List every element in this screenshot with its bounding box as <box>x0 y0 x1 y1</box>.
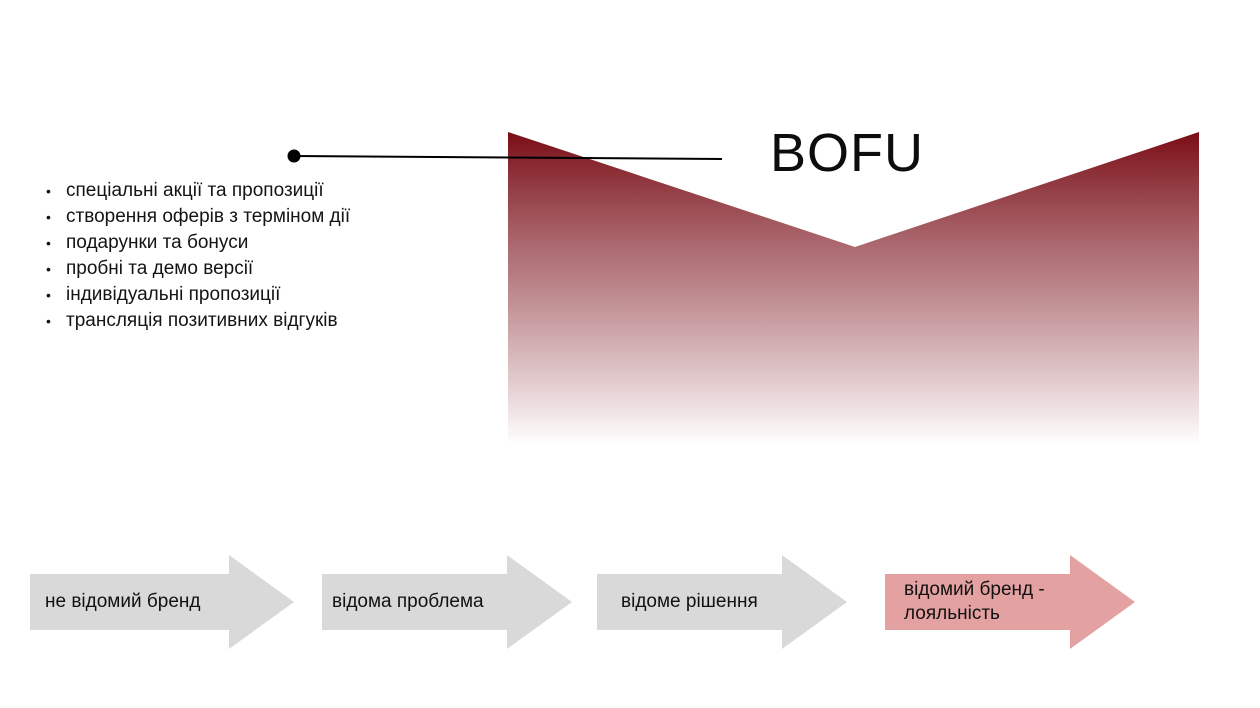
tactic-text: пробні та демо версії <box>66 258 254 279</box>
tactic-item: • пробні та демо версії <box>44 256 364 282</box>
bullet-icon: • <box>46 313 51 329</box>
journey-arrow-known-brand-loyalty: відомий бренд - лояльність <box>885 555 1135 649</box>
tactic-text: спеціальні акції та пропозиції <box>66 180 324 201</box>
tactic-text: трансляція позитивних відгуків <box>66 310 338 331</box>
tactic-item: • спеціальні акції та пропозиції <box>44 178 364 204</box>
tactics-list: • спеціальні акції та пропозиції • створ… <box>44 178 364 334</box>
bullet-icon: • <box>46 209 51 225</box>
tactic-text: індивідуальні пропозиції <box>66 284 281 305</box>
arrow-shape <box>885 555 1135 649</box>
tactic-item: • трансляція позитивних відгуків <box>44 308 364 334</box>
connector-dot <box>287 149 301 163</box>
connector-line <box>293 155 723 160</box>
tactic-item: • подарунки та бонуси <box>44 230 364 256</box>
tactic-text: створення оферів з терміном дії <box>66 206 351 227</box>
tactic-item: • створення оферів з терміном дії <box>44 204 364 230</box>
bullet-icon: • <box>46 235 51 251</box>
bullet-icon: • <box>46 261 51 277</box>
bullet-icon: • <box>46 183 51 199</box>
journey-label: відоме рішення <box>621 591 758 612</box>
journey-arrow-known-problem: відома проблема <box>322 555 572 649</box>
tactic-text: подарунки та бонуси <box>66 232 249 253</box>
journey-label: відома проблема <box>332 591 484 612</box>
tactic-item: • індивідуальні пропозиції <box>44 282 364 308</box>
stage-title: BOFU <box>770 123 925 183</box>
bullet-icon: • <box>46 287 51 303</box>
arrow-shape <box>322 555 572 649</box>
journey-arrow-unknown-brand: не відомий бренд <box>30 555 294 649</box>
journey-label: не відомий бренд <box>45 591 201 612</box>
arrow-shape <box>30 555 294 649</box>
bofu-funnel-shape <box>508 132 1199 445</box>
journey-label: відомий бренд - лояльність <box>904 579 1045 624</box>
journey-arrow-known-solution: відоме рішення <box>597 555 847 649</box>
arrow-shape <box>597 555 847 649</box>
